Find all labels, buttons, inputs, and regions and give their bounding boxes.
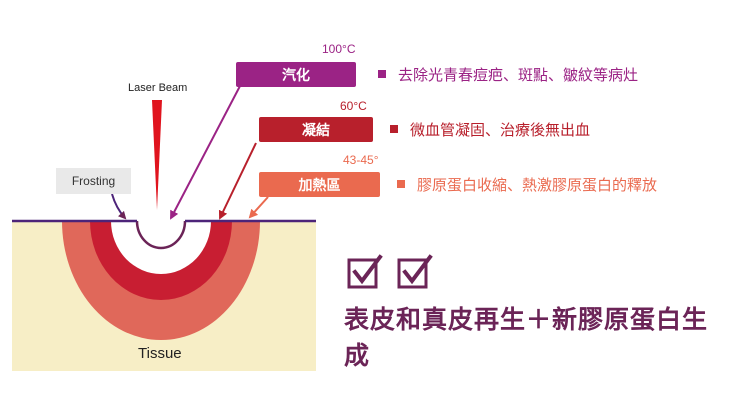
checkbox-checked-icon bbox=[347, 254, 383, 289]
bullet-icon bbox=[397, 180, 405, 188]
ablation-crater bbox=[135, 220, 187, 250]
frosting-arrow bbox=[111, 193, 127, 220]
zone-effect-vaporization: 去除光青春痘疤、斑點、皺紋等病灶 bbox=[398, 66, 639, 84]
bullet-icon bbox=[390, 125, 398, 133]
heating-arrow bbox=[248, 196, 269, 219]
vaporization-arrow bbox=[170, 85, 241, 220]
laser-beam bbox=[152, 100, 162, 210]
result-statement: 表皮和真皮再生＋新膠原蛋白生成 bbox=[344, 305, 709, 370]
coagulation-arrow bbox=[218, 142, 257, 220]
checkbox-checked-icon bbox=[397, 254, 433, 289]
bullet-icon bbox=[378, 70, 386, 78]
zone-effect-coagulation: 微血管凝固、治療後無出血 bbox=[410, 121, 591, 139]
laser-beam-label: Laser Beam bbox=[128, 82, 188, 94]
zone-temp-heating: 43-45° bbox=[343, 153, 379, 167]
zone-temp-coagulation: 60°C bbox=[340, 99, 367, 113]
zone-effect-heating: 膠原蛋白收縮、熱激膠原蛋白的釋放 bbox=[417, 176, 658, 194]
tissue-label: Tissue bbox=[138, 345, 182, 362]
zone-label-coagulation: 凝結 bbox=[259, 117, 373, 142]
zone-temp-vaporization: 100°C bbox=[322, 42, 356, 56]
zone-label-heating: 加熱區 bbox=[259, 172, 380, 197]
frosting-label: Frosting bbox=[56, 168, 131, 194]
zone-label-vaporization: 汽化 bbox=[236, 62, 356, 87]
